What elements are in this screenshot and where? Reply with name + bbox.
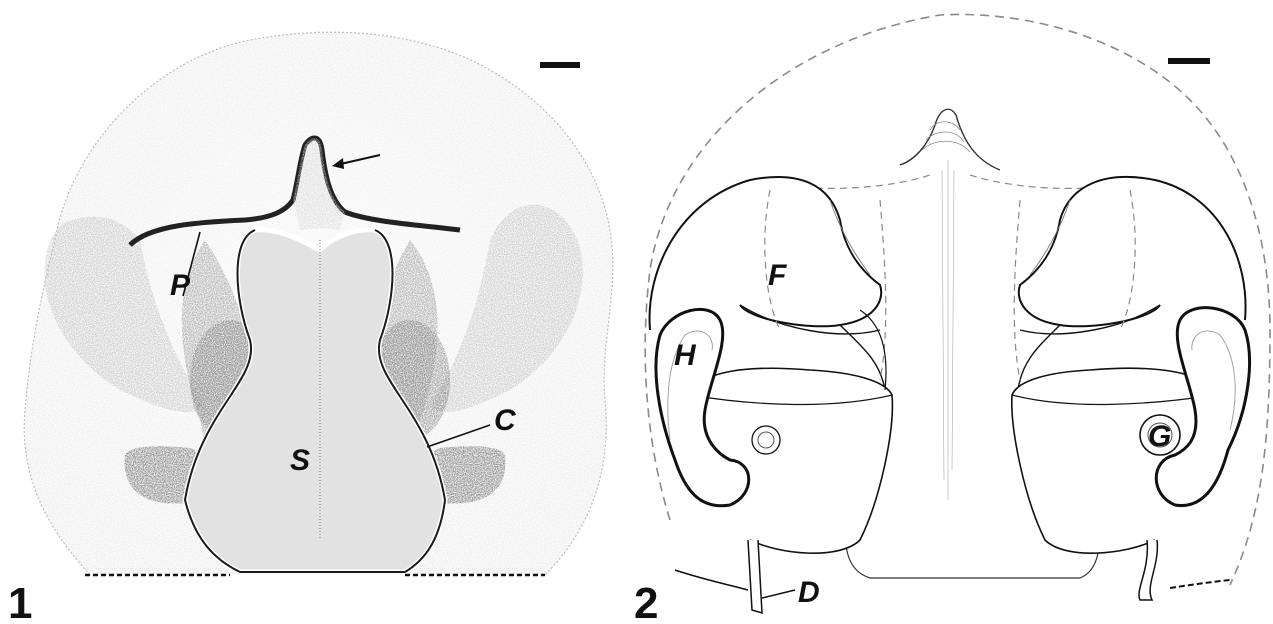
label-g: G xyxy=(1148,420,1171,453)
panel-1-drawing: P S C 1 xyxy=(0,0,630,624)
label-d: D xyxy=(798,576,820,609)
panel-2-drawing: F H G D 2 xyxy=(630,0,1273,624)
d-pointer xyxy=(762,590,795,598)
label-c: C xyxy=(494,404,517,437)
figure-panel-2: F H G D 2 xyxy=(630,0,1273,624)
label-s: S xyxy=(290,444,310,477)
label-p: P xyxy=(170,269,191,302)
median-process xyxy=(900,109,1000,170)
panel-number: 1 xyxy=(8,579,32,624)
scale-bar xyxy=(1168,58,1210,64)
label-f: F xyxy=(768,259,787,292)
left-duct-d xyxy=(748,540,762,613)
right-duct-d xyxy=(1139,540,1157,600)
label-h: H xyxy=(674,339,697,372)
scale-bar xyxy=(540,62,580,68)
figure-panel-1: P S C 1 xyxy=(0,0,630,624)
right-spermatheca xyxy=(1019,177,1246,326)
panel-number: 2 xyxy=(634,579,658,624)
